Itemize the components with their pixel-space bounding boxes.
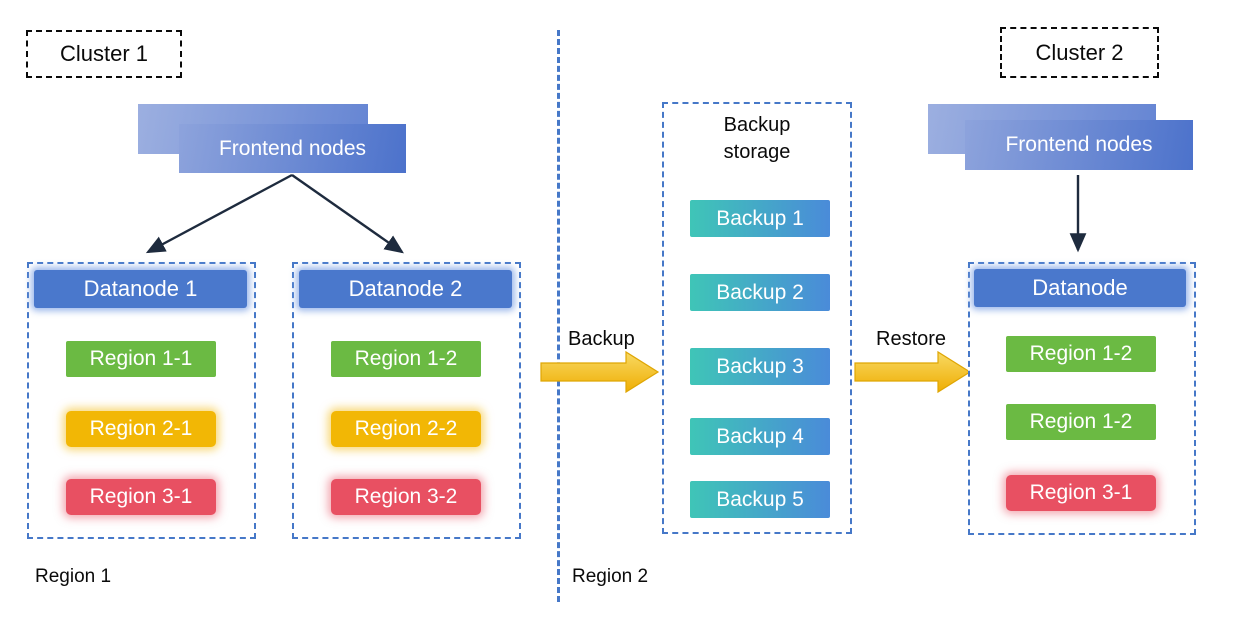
frontend-right-label: Frontend nodes [1005,133,1153,156]
restore-flow-arrow [854,350,972,394]
datanode1-header: Datanode 1 [34,270,247,308]
backup-flow-label: Backup [568,328,635,350]
region-chip: Region 3-1 [66,479,216,515]
frontend-left-label: Frontend nodes [218,136,367,160]
backup-chip: Backup 4 [690,418,830,455]
datanode2-group: Datanode 2 Region 1-2 Region 2-2 Region … [292,262,521,539]
frontend-to-datanode1-arrow [145,173,293,254]
datanode2-title: Datanode 2 [348,276,463,301]
region-chip: Region 3-2 [331,479,481,515]
region-chip: Region 1-2 [331,341,481,377]
cluster2-datanode-header: Datanode [974,269,1186,307]
cluster1-label-text: Cluster 1 [59,41,149,66]
region-chip: Region 3-1 [1006,475,1156,511]
frontend-left-node: Frontend nodes [179,124,406,173]
region-chip: Region 1-2 [1006,336,1156,372]
region-separator-line [557,30,560,602]
restore-flow-label: Restore [876,328,947,350]
datanode1-group: Datanode 1 Region 1-1 Region 2-1 Region … [27,262,256,539]
cluster2-datanode-title: Datanode [1032,275,1128,300]
backup-flow-arrow [540,350,660,394]
datanode1-title: Datanode 1 [83,276,198,301]
region-chip: Region 1-1 [66,341,216,377]
region1-label: Region 1 [35,566,112,587]
datanode2-header: Datanode 2 [299,270,512,308]
backup-chip: Backup 5 [690,481,830,518]
cluster2-label: Cluster 2 [1000,27,1159,78]
cluster2-datanode-group: Datanode Region 1-2 Region 1-2 Region 3-… [968,262,1196,535]
backup-chip: Backup 1 [690,200,830,237]
cluster1-label: Cluster 1 [26,30,182,78]
region2-label: Region 2 [572,566,649,587]
backup-storage-group: Backup storage Backup 1 Backup 2 Backup … [662,102,852,534]
backup-storage-title: Backup storage [723,114,791,163]
frontend-to-datanode2-arrow [291,174,404,254]
region-chip: Region 2-1 [66,411,216,447]
region-chip: Region 1-2 [1006,404,1156,440]
backup-chip: Backup 3 [690,348,830,385]
region-chip: Region 2-2 [331,411,481,447]
frontend-right-node: Frontend nodes [965,120,1193,170]
backup-chip: Backup 2 [690,274,830,311]
cluster2-label-text: Cluster 2 [1035,39,1124,65]
